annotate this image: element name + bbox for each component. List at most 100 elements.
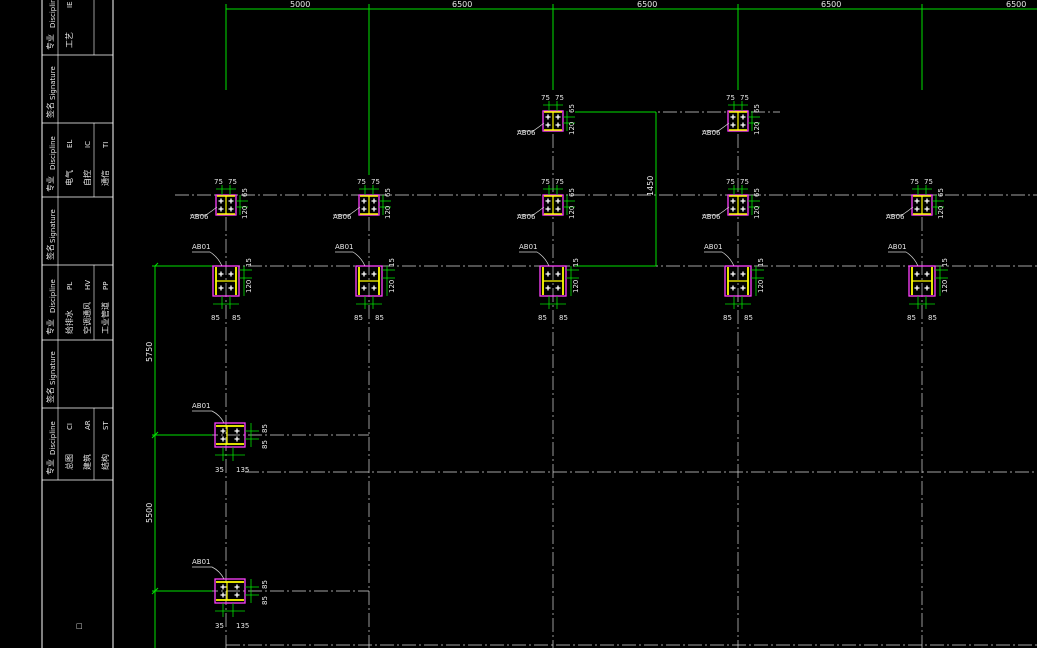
bolt-mark bbox=[730, 114, 736, 120]
dimension-texts: 5000 6500 6500 6500 6500 5750 5500 1450 bbox=[145, 0, 1026, 523]
dim-text: 75 bbox=[924, 178, 933, 186]
bolt-mark bbox=[545, 114, 551, 120]
bolt-mark bbox=[545, 206, 551, 212]
bolt-mark bbox=[924, 271, 930, 277]
dim-left-5750: 5750 bbox=[145, 342, 154, 362]
dim-text: 75 bbox=[740, 94, 749, 102]
tb-colhead-6: Signature bbox=[49, 351, 57, 385]
bolt-mark bbox=[234, 592, 240, 598]
dim-text: 85 bbox=[744, 314, 753, 322]
plate-label: AB06 bbox=[702, 213, 721, 221]
dim-text: 120 bbox=[388, 280, 396, 293]
dim-text: 85 bbox=[261, 580, 269, 589]
dim-text: 85 bbox=[723, 314, 732, 322]
plate-outline bbox=[908, 265, 936, 297]
dim-text: 85 bbox=[211, 314, 220, 322]
bolt-mark bbox=[730, 285, 736, 291]
dim-text: 85 bbox=[354, 314, 363, 322]
plate-outline bbox=[911, 194, 933, 216]
dim-text: 75 bbox=[214, 178, 223, 186]
bolt-mark bbox=[555, 271, 561, 277]
tb-code-st: ST bbox=[102, 421, 110, 430]
tb-header-1: 专业 bbox=[45, 34, 55, 50]
tb-header-6: 签名 bbox=[45, 387, 55, 403]
plate-outline bbox=[355, 265, 383, 297]
bolt-mark bbox=[220, 428, 226, 434]
dim-text: 65 bbox=[753, 188, 761, 197]
bolt-mark bbox=[234, 428, 240, 434]
tb-colhead-4: Signature bbox=[49, 209, 57, 243]
plate-outline bbox=[214, 578, 246, 604]
dim-text: 65 bbox=[937, 188, 945, 197]
bolt-mark bbox=[218, 198, 224, 204]
dim-text: 15 bbox=[757, 258, 765, 267]
dim-top-2: 6500 bbox=[452, 0, 472, 9]
bolt-mark bbox=[545, 285, 551, 291]
plate-label: AB01 bbox=[704, 243, 723, 251]
dim-text: 65 bbox=[568, 188, 576, 197]
dim-top-4: 6500 bbox=[821, 0, 841, 9]
dim-text: 85 bbox=[232, 314, 241, 322]
bolt-mark bbox=[914, 198, 920, 204]
tb-header-2: 签名 bbox=[45, 102, 55, 118]
bolt-mark bbox=[914, 285, 920, 291]
bolt-mark bbox=[228, 206, 234, 212]
leader bbox=[702, 206, 730, 216]
dim-text: 120 bbox=[941, 280, 949, 293]
leader bbox=[519, 251, 550, 267]
bolt-mark bbox=[555, 285, 561, 291]
plate-label: AB06 bbox=[886, 213, 905, 221]
dim-top-5: 6500 bbox=[1006, 0, 1026, 9]
bolt-mark bbox=[228, 198, 234, 204]
dim-text: 85 bbox=[261, 596, 269, 605]
dim-text: 35 bbox=[215, 466, 224, 474]
bolt-mark bbox=[740, 198, 746, 204]
bolt-mark bbox=[924, 206, 930, 212]
leader bbox=[192, 566, 225, 580]
bolt-mark bbox=[371, 285, 377, 291]
bolt-mark bbox=[220, 592, 226, 598]
tb-header-5: 专业 bbox=[45, 319, 55, 335]
leader bbox=[192, 251, 223, 267]
dim-text: 120 bbox=[937, 206, 945, 219]
tb-name-pp: 工业管道 bbox=[100, 302, 110, 334]
plate-outline bbox=[724, 265, 752, 297]
bolt-mark bbox=[234, 436, 240, 442]
tb-name-pl: 给排水 bbox=[64, 310, 74, 334]
plate-label: AB06 bbox=[333, 213, 352, 221]
dim-text: 85 bbox=[559, 314, 568, 322]
tb-name-st: 结构 bbox=[100, 454, 110, 470]
dim-text: 65 bbox=[753, 104, 761, 113]
bolt-mark bbox=[914, 206, 920, 212]
bolt-mark bbox=[740, 271, 746, 277]
leader bbox=[886, 206, 914, 216]
tb-header-7: 专业 bbox=[45, 459, 55, 475]
dim-text: 65 bbox=[384, 188, 392, 197]
dim-text: 85 bbox=[538, 314, 547, 322]
tb-code-ti: TI bbox=[102, 142, 110, 149]
plate-label: AB06 bbox=[517, 213, 536, 221]
plate-label: AB01 bbox=[192, 558, 211, 566]
dim-text: 120 bbox=[568, 122, 576, 135]
dim-text: 85 bbox=[928, 314, 937, 322]
tb-code-ar: AR bbox=[84, 420, 92, 430]
tb-header-3: 专业 bbox=[45, 176, 55, 192]
bolt-mark bbox=[371, 271, 377, 277]
dim-text: 85 bbox=[907, 314, 916, 322]
bolt-mark bbox=[740, 206, 746, 212]
bolt-mark bbox=[218, 285, 224, 291]
tb-name-hv: 空调通风 bbox=[82, 302, 92, 334]
bolt-mark bbox=[555, 198, 561, 204]
bolt-mark bbox=[228, 271, 234, 277]
bolt-mark bbox=[545, 122, 551, 128]
bolt-mark bbox=[740, 285, 746, 291]
tb-code-hv: HV bbox=[84, 280, 92, 290]
